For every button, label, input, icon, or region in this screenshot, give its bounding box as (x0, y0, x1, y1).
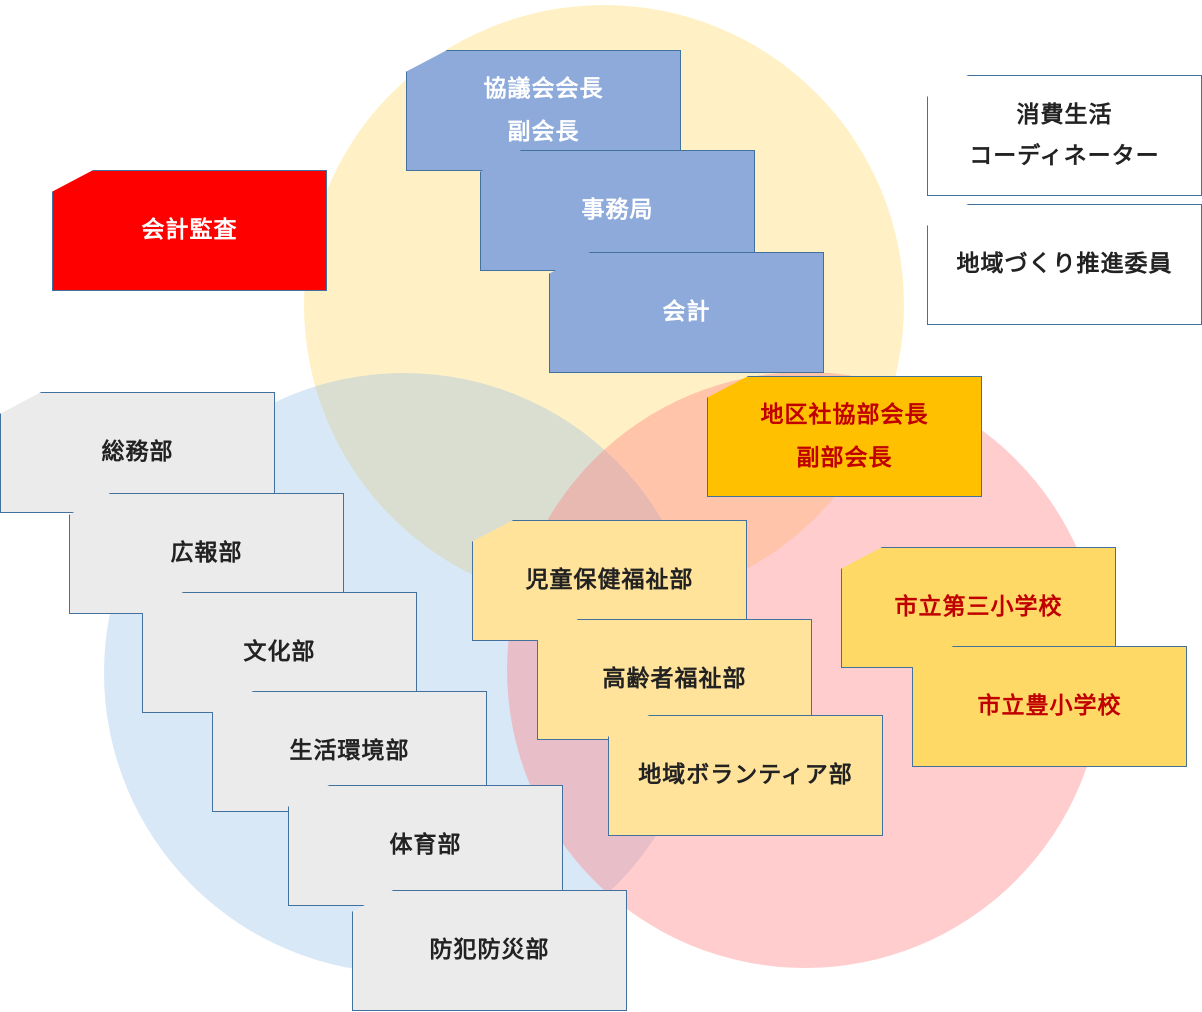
district-chair-box: 地区社協部会長 副部会長 (707, 376, 982, 497)
child-welfare-label: 児童保健福祉部 (525, 567, 694, 594)
school-daisan-label: 市立第三小学校 (894, 594, 1063, 621)
vice-chair-label: 副会長 (507, 118, 580, 145)
physical-education-label: 体育部 (389, 832, 462, 859)
living-environment-label: 生活環境部 (289, 738, 410, 765)
treasurer-box: 会計 (549, 252, 824, 373)
school-yutaka-box: 市立豊小学校 (912, 646, 1187, 767)
consumer-coordinator-label-2: コーディネーター (969, 142, 1160, 169)
community-committee-box: 地域づくり推進委員 (927, 204, 1202, 325)
district-chair-label: 地区社協部会長 (760, 401, 929, 428)
elderly-welfare-label: 高齢者福祉部 (602, 666, 747, 693)
volunteer-label: 地域ボランティア部 (638, 762, 853, 789)
crime-disaster-label: 防犯防災部 (429, 937, 550, 964)
crime-disaster-box: 防犯防災部 (352, 890, 627, 1011)
general-affairs-label: 総務部 (101, 439, 174, 466)
public-relations-label: 広報部 (170, 540, 243, 567)
consumer-coordinator-label-1: 消費生活 (1016, 102, 1113, 129)
district-vice-chair-label: 副部会長 (796, 444, 893, 471)
auditor-box: 会計監査 (52, 170, 327, 291)
culture-label: 文化部 (243, 639, 316, 666)
secretariat-box: 事務局 (480, 150, 755, 271)
volunteer-box: 地域ボランティア部 (608, 715, 883, 836)
council-chair-label: 協議会会長 (483, 75, 604, 102)
auditor-label: 会計監査 (141, 217, 238, 244)
secretariat-label: 事務局 (581, 197, 654, 224)
treasurer-label: 会計 (662, 299, 711, 326)
community-committee-label: 地域づくり推進委員 (956, 251, 1173, 278)
consumer-coordinator-box: 消費生活 コーディネーター (927, 75, 1202, 196)
school-yutaka-label: 市立豊小学校 (977, 693, 1122, 720)
physical-education-box: 体育部 (288, 785, 563, 906)
